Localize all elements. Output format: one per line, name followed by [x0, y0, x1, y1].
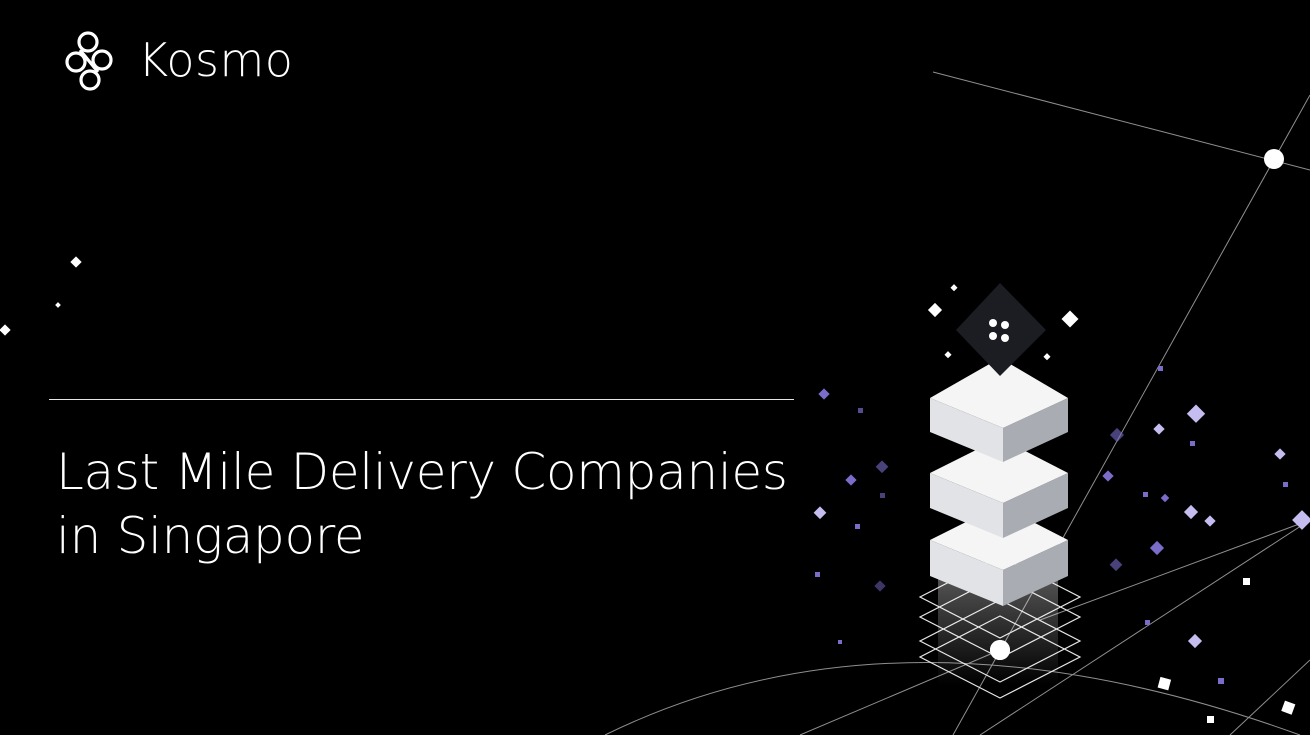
white-particles: [927, 284, 1296, 723]
page-title: Last Mile Delivery Companies in Singapor…: [56, 440, 836, 568]
network-node: [990, 640, 1010, 660]
cube-top: [930, 358, 1068, 462]
cube-bottom: [930, 505, 1068, 606]
page-title-line-1: Last Mile Delivery Companies: [56, 443, 788, 501]
brand-logo[interactable]: Kosmo: [58, 28, 293, 92]
network-lines: [604, 71, 1310, 735]
cube-middle: [930, 438, 1068, 538]
purple-particles: [813, 366, 1310, 684]
network-node: [1264, 149, 1284, 169]
left-sparkles: [0, 256, 82, 336]
brand-name: Kosmo: [138, 33, 294, 87]
title-divider: [49, 399, 794, 400]
kosmo-logo-icon: [58, 28, 124, 92]
page-title-line-2: in Singapore: [56, 507, 365, 565]
cube-stack: [930, 283, 1068, 606]
logo-diamond: [956, 283, 1046, 376]
base-plates: [918, 555, 1082, 699]
